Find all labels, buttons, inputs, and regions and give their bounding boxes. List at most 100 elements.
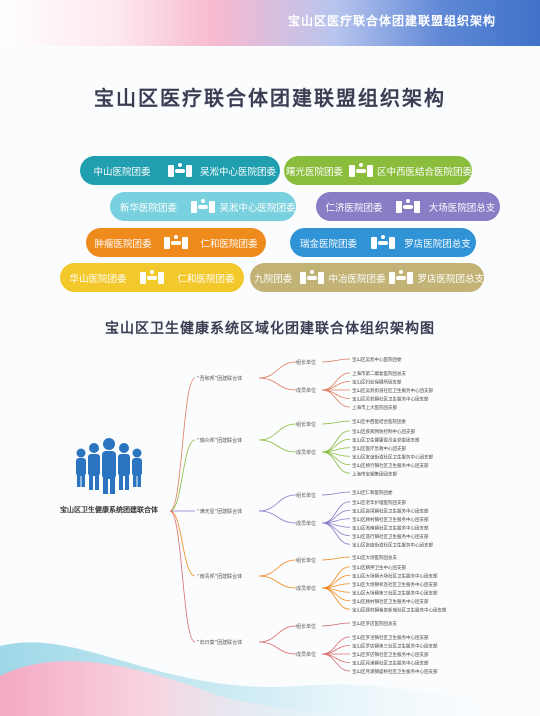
mindmap-branch-line xyxy=(258,423,297,441)
mindmap-leaf-line xyxy=(321,653,351,663)
mindmap-leaf-line xyxy=(321,556,351,561)
mindmap-branch-line xyxy=(169,510,196,577)
mindmap-member-unit: 上海市上大医院团支部 xyxy=(352,404,397,411)
mindmap-member-unit: 宝山区罗店镇第三社区卫生服务中心团支部 xyxy=(352,643,438,650)
alliance-left-label: 瑞金医院团委 xyxy=(299,238,357,250)
alliance-pill: 瑞金医院团委 罗店医院团总支 xyxy=(290,228,476,257)
alliance-left-label: 华山医院团委 xyxy=(69,273,127,285)
mindmap-lead-label: 组长单位 xyxy=(296,359,316,366)
mindmap-member-label: 成员单位 xyxy=(296,520,316,527)
alliance-left-label: 中山医院团委 xyxy=(93,166,151,178)
mindmap-branch-line xyxy=(258,559,297,577)
mindmap-member-unit: 宝山区顾村镇社区卫生服务中心团支部 xyxy=(352,516,429,523)
mindmap-member-unit: 宝山区卫生健康委员会党委团支部 xyxy=(352,436,420,443)
handshake-icon xyxy=(140,269,164,284)
mindmap-branch-line xyxy=(258,641,297,655)
mindmap-member-unit: 宝山区月浦镇社区卫生服务中心团支部 xyxy=(352,660,429,667)
handshake-icon xyxy=(191,198,215,213)
alliance-right-label: 大场医院团总支 xyxy=(428,202,496,214)
page-title: 宝山区医疗联合体团建联盟组织架构 xyxy=(94,86,446,110)
mindmap-member-unit: 宝山区吴淞街道社区卫生服务中心团支部 xyxy=(352,387,433,394)
mindmap-member-label: 成员单位 xyxy=(296,387,316,394)
mindmap-branch-line xyxy=(169,439,196,512)
mindmap-lead-label: 组长单位 xyxy=(296,421,316,428)
mindmap-lead-unit: 宝山区仁和医院团委 xyxy=(352,489,393,496)
mindmap-leaf-line xyxy=(321,451,351,474)
mindmap-member-unit: 宝山区高境镇社区卫生服务中心团支部 xyxy=(352,507,429,514)
mindmap-member-unit: 上海市第二康复医院团总支 xyxy=(352,370,406,377)
mindmap-leaf-line xyxy=(321,522,351,545)
org-mindmap: 宝山区卫生健康系统团建联合体 “吾和邦”团建联合体组长单位成员单位宝山区吴淞中心… xyxy=(0,350,540,690)
mindmap-member-unit: 宝山区妇幼保健所团支部 xyxy=(352,379,402,386)
alliance-pill: 中山医院团委 吴淞中心医院团委 xyxy=(80,156,280,185)
mindmap-lead-label: 组长单位 xyxy=(296,623,316,630)
mindmap-member-unit: 宝山区疾病预防控制中心团支部 xyxy=(352,428,415,435)
mindmap-branch-line xyxy=(258,510,297,524)
mindmap-leaf-line xyxy=(321,491,351,496)
mindmap-member-label: 成员单位 xyxy=(296,651,316,658)
mindmap-member-unit: 上海市宝钢集团团支部 xyxy=(352,470,397,477)
alliance-pill: 新华医院团委 吴淞中心医院团委 xyxy=(110,192,296,221)
mindmap-member-unit: 宝山区罗店镇社区卫生服务中心团支部 xyxy=(352,651,429,658)
handshake-icon xyxy=(300,269,325,284)
mindmap-lead-unit: 宝山区罗店医院团总支 xyxy=(352,620,397,627)
alliance-left-label: 九院团委 xyxy=(254,273,293,285)
mindmap-branch-line xyxy=(258,575,297,589)
alliance-pill: 曙光医院团委 区中西医结合医院团委 xyxy=(284,156,472,185)
mindmap-member-unit: 宝山区医疗急救中心团支部 xyxy=(352,445,406,452)
mindmap-member-label: 成员单位 xyxy=(296,585,316,592)
mindmap-member-unit: 宝山区月浦镇盛桥社区卫生服务中心团支部 xyxy=(352,668,438,675)
handshake-icon xyxy=(164,234,188,249)
alliance-left-label: 新华医院团委 xyxy=(119,202,177,214)
mindmap-branch-line xyxy=(258,377,297,391)
mindmap-member-unit: 宝山区淞南镇社区卫生服务中心团支部 xyxy=(352,524,429,531)
mindmap-leaf-line xyxy=(321,622,351,627)
mindmap-leaf-line xyxy=(321,566,351,589)
mindmap-group-label: “南青邦”团建联合体 xyxy=(197,573,242,580)
mindmap-member-label: 成员单位 xyxy=(296,449,316,456)
mindmap-group-label: “吾和邦”团建联合体 xyxy=(197,375,242,382)
decorative-wave xyxy=(0,642,540,716)
mindmap-branch-line xyxy=(169,510,196,643)
mindmap-branch-line xyxy=(258,361,297,379)
section-title: 宝山区卫生健康系统区域化团建联合体组织架构图 xyxy=(105,321,435,337)
handshake-icon xyxy=(348,162,373,177)
alliance-middle-label: 中冶医院团委 xyxy=(328,273,386,285)
alliance-left-label: 曙光医院团委 xyxy=(285,166,343,178)
header-title: 宝山区医疗联合体团建联盟组织架构 xyxy=(287,14,496,28)
alliance-pill: 华山医院团委 仁和医院团委 xyxy=(60,263,244,292)
mindmap-member-unit: 宝山区友谊街道社区卫生服务中心团支部 xyxy=(352,453,433,460)
alliance-pill: 仁济医院团委 大场医院团总支 xyxy=(316,192,500,221)
mindmap-branch-line xyxy=(169,377,196,512)
handshake-icon xyxy=(389,269,414,284)
mindmap-leaf-line xyxy=(321,358,351,363)
alliance-right-label: 吴淞中心医院团委 xyxy=(199,166,276,178)
alliance-pill: 肿瘤医院团委 仁和医院团委 xyxy=(86,228,266,257)
mindmap-member-unit: 宝山区大场镇第三社区卫生服务中心团支部 xyxy=(352,589,438,596)
alliance-right-label: 区中西医结合医院团委 xyxy=(376,166,472,178)
mindmap-group-label: “满天星”团建联合体 xyxy=(197,508,242,515)
mindmap-branch-line xyxy=(258,625,297,643)
alliance-right-label: 吴淞中心医院团委 xyxy=(219,202,296,214)
mindmap-leaf-line xyxy=(321,389,351,399)
mindmap-leaf-line xyxy=(321,420,351,425)
mindmap-leaf-line xyxy=(321,645,351,655)
mindmap-group-label: “向日葵”团建联合体 xyxy=(197,639,242,646)
mindmap-branch-line xyxy=(258,494,297,512)
mindmap-member-unit: 宝山区精神卫生中心团支部 xyxy=(352,564,406,571)
handshake-icon xyxy=(168,162,192,177)
mindmap-member-unit: 宝山区大场镇大场社区卫生服务中心团支部 xyxy=(352,572,438,579)
handshake-icon xyxy=(396,198,420,213)
alliance-left-label: 肿瘤医院团委 xyxy=(94,238,152,250)
mindmap-member-unit: 宝山区老年护理医院团支部 xyxy=(352,499,406,506)
mindmap-member-unit: 宝山区顾村镇菊泉新城社区卫生服务中心团支部 xyxy=(352,606,447,613)
mindmap-lead-label: 组长单位 xyxy=(296,557,316,564)
mindmap-leaf-line xyxy=(321,501,351,524)
mindmap-lead-unit: 宝山区吴淞中心医院团委 xyxy=(352,356,402,363)
mindmap-branches: “吾和邦”团建联合体组长单位成员单位宝山区吴淞中心医院团委上海市第二康复医院团总… xyxy=(169,356,447,675)
mindmap-branch-line xyxy=(258,439,297,453)
mindmap-root-label: 宝山区卫生健康系统团建联合体 xyxy=(60,506,158,514)
handshake-icon xyxy=(371,234,395,249)
alliance-right-label: 罗店医院团总支 xyxy=(417,273,484,285)
mindmap-member-unit: 宝山区吴淞镇社区卫生服务中心团支部 xyxy=(352,396,429,403)
